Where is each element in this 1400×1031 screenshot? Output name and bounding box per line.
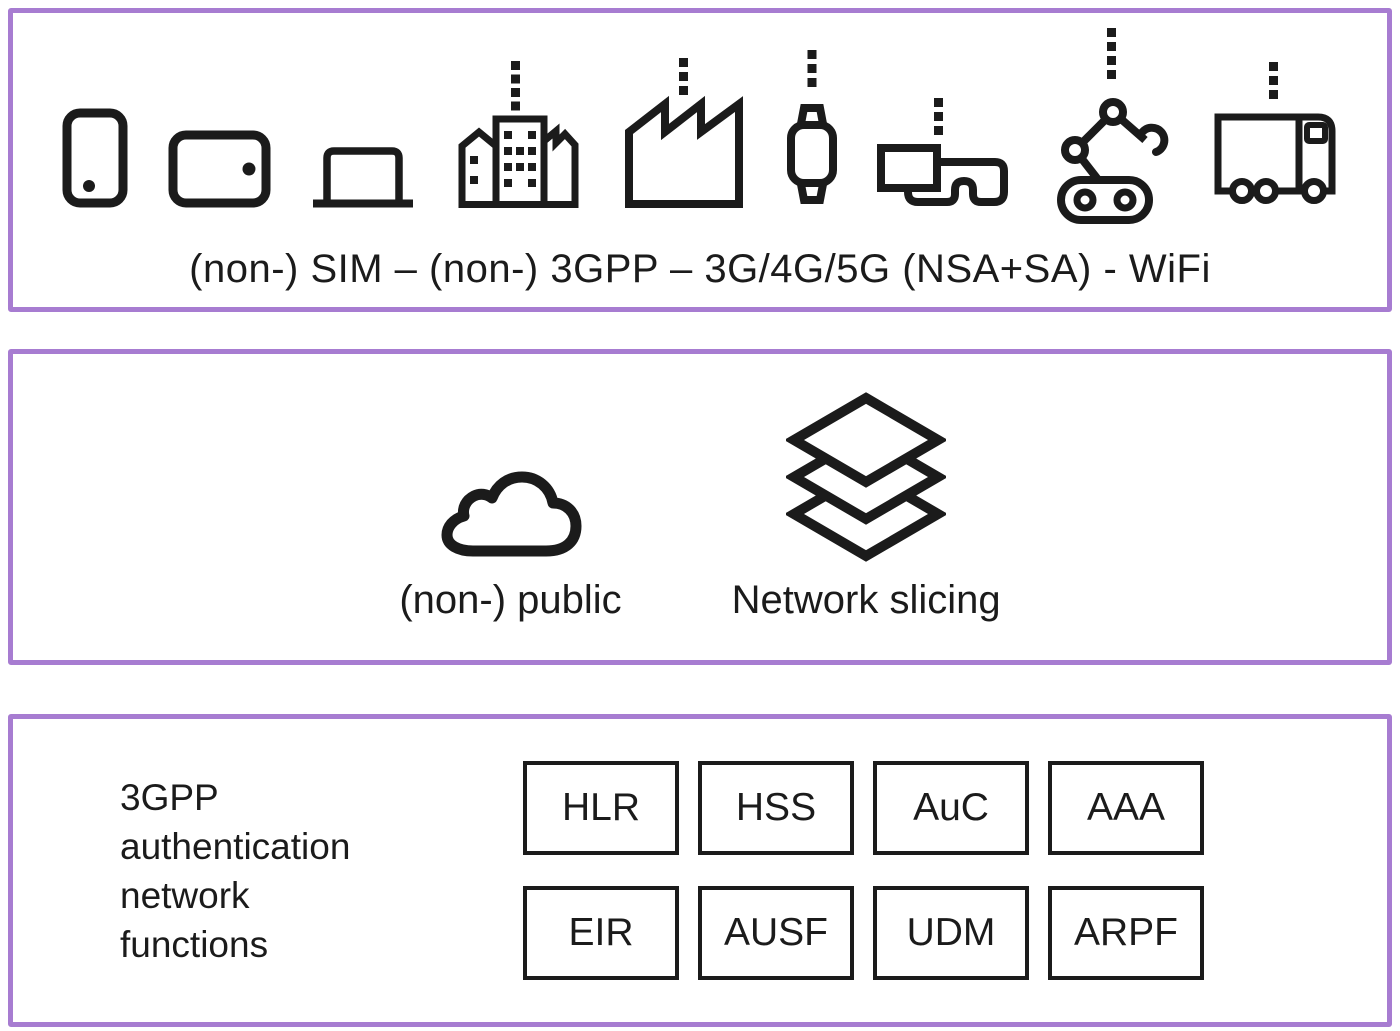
network-slicing-icon bbox=[786, 392, 947, 562]
factory-icon bbox=[624, 58, 743, 208]
function-box-grid: HLR HSS AuC AAA EIR AUSF UDM ARPF bbox=[523, 761, 1204, 980]
function-box-aaa: AAA bbox=[1048, 761, 1204, 855]
smart-glasses-icon bbox=[876, 98, 1008, 206]
function-box-eir: EIR bbox=[523, 886, 679, 980]
robot-arm-icon bbox=[1056, 28, 1168, 224]
laptop-icon bbox=[312, 147, 413, 208]
device-icon-row bbox=[62, 28, 1339, 224]
heading-line: functions bbox=[120, 923, 269, 965]
function-box-udm: UDM bbox=[873, 886, 1029, 980]
network-slicing-item: Network slicing bbox=[732, 390, 1001, 622]
network-types-panel: (non-) public Network slicing bbox=[8, 349, 1392, 665]
cloud-icon bbox=[441, 471, 581, 557]
heading-line: network bbox=[120, 874, 250, 916]
access-devices-panel: (non-) SIM – (non-) 3GPP – 3G/4G/5G (NSA… bbox=[8, 8, 1392, 312]
access-caption: (non-) SIM – (non-) 3GPP – 3G/4G/5G (NSA… bbox=[189, 247, 1211, 291]
heading-line: 3GPP bbox=[120, 776, 219, 818]
auth-functions-panel: 3GPP authentication network functions HL… bbox=[8, 714, 1392, 1027]
smartphone-icon bbox=[62, 108, 127, 208]
function-box-arpf: ARPF bbox=[1048, 886, 1204, 980]
function-box-hss: HSS bbox=[698, 761, 854, 855]
function-box-ausf: AUSF bbox=[698, 886, 854, 980]
tablet-icon bbox=[168, 130, 270, 208]
public-network-label: (non-) public bbox=[399, 578, 622, 622]
smartwatch-icon bbox=[786, 50, 837, 204]
function-box-hlr: HLR bbox=[523, 761, 679, 855]
truck-icon bbox=[1214, 62, 1335, 204]
city-buildings-icon bbox=[458, 61, 578, 208]
auth-functions-heading: 3GPP authentication network functions bbox=[120, 773, 435, 969]
public-network-item: (non-) public bbox=[399, 460, 622, 622]
heading-line: authentication bbox=[120, 825, 351, 867]
function-box-auc: AuC bbox=[873, 761, 1029, 855]
network-slicing-label: Network slicing bbox=[731, 578, 1001, 622]
